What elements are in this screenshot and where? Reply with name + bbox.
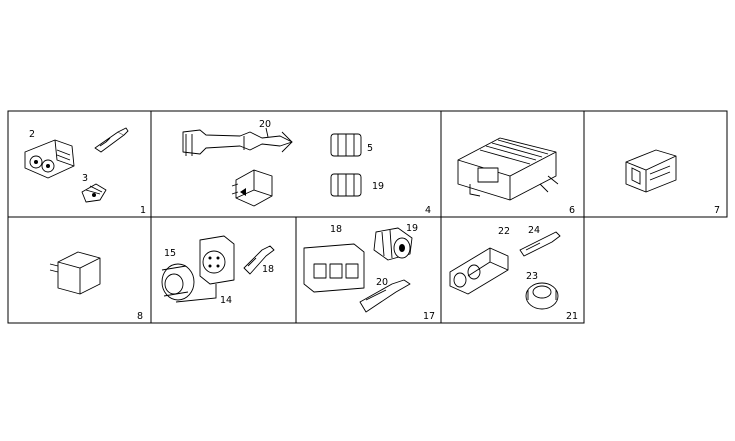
terminal-icon (359, 279, 411, 313)
panel-number: 6 (569, 205, 575, 216)
terminal-icon (243, 245, 275, 275)
callout-label: 22 (498, 226, 510, 237)
callout-label: 18 (262, 264, 274, 275)
connector-icon (373, 227, 413, 261)
panel-8[interactable]: 8 (7, 216, 152, 324)
callout-label: 24 (528, 225, 540, 236)
connector-housing-icon (625, 149, 677, 193)
callout-label: 14 (220, 295, 232, 306)
panel-number: 17 (423, 311, 435, 322)
connector-housing-icon (449, 247, 509, 295)
callout-label: 15 (164, 248, 176, 259)
callout-label: 2 (29, 129, 35, 140)
flange-connector-icon (199, 235, 235, 285)
relay-icon (49, 251, 101, 295)
callout-label: 23 (526, 271, 538, 282)
control-module-connector-icon (457, 137, 559, 201)
panel-17[interactable]: 18 19 20 17 (295, 216, 442, 324)
panel-number: 8 (137, 311, 143, 322)
callout-label: 19 (406, 223, 418, 234)
panel-21[interactable]: 22 24 23 21 (440, 216, 585, 324)
callout-label: 5 (367, 143, 373, 154)
connector-icon (161, 263, 195, 301)
callout-label: 18 (330, 224, 342, 235)
panel-7[interactable]: 7 (583, 110, 728, 218)
panel-number: 1 (140, 205, 146, 216)
panel-1[interactable]: 2 3 1 (7, 110, 152, 218)
panel-number: 21 (566, 311, 578, 322)
terminal-icon (182, 127, 293, 156)
panel-number: 7 (714, 205, 720, 216)
terminal-icon (94, 127, 129, 153)
panel-13[interactable]: 15 14 18 13 (138, 216, 297, 324)
seal-icon (330, 133, 362, 157)
panel-6[interactable]: 6 (440, 110, 585, 218)
terminal-icon (519, 231, 561, 257)
leader-line (175, 284, 217, 303)
connector-housing-icon (303, 243, 365, 293)
connector-icon (231, 169, 273, 207)
callout-label: 3 (82, 173, 88, 184)
callout-label: 20 (259, 119, 271, 130)
panel-number: 4 (425, 205, 431, 216)
seal-icon (81, 183, 107, 203)
callout-label: 20 (376, 277, 388, 288)
connector-housing-icon (24, 139, 75, 179)
callout-label: 19 (372, 181, 384, 192)
panel-4[interactable]: 20 5 19 4 (150, 110, 442, 218)
seal-icon (330, 173, 362, 197)
seal-icon (525, 282, 559, 310)
